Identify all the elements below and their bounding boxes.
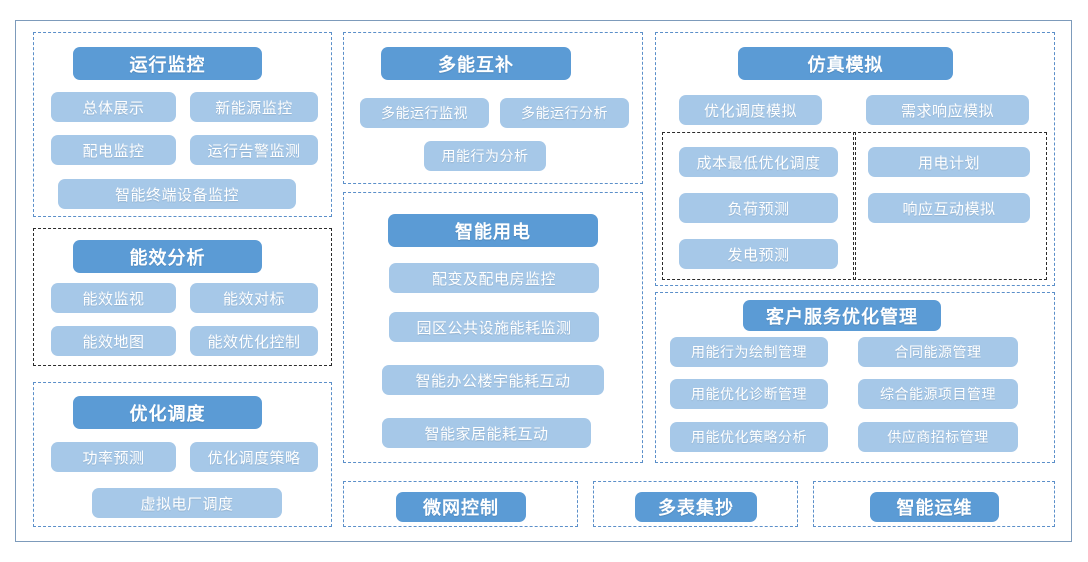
- item-nengxiao-duibiao[interactable]: 能效对标: [190, 283, 318, 313]
- item-nengxiao-ditu[interactable]: 能效地图: [51, 326, 176, 356]
- item-youhua-diaodu-celue[interactable]: 优化调度策略: [190, 442, 318, 472]
- item-peibian-ji-peidianfang-jiankong[interactable]: 配变及配电房监控: [389, 263, 599, 293]
- item-yuanqu-gonggong-sheshi-nenghao-jiance[interactable]: 园区公共设施能耗监测: [389, 312, 599, 342]
- subbox-fangzhen-left[interactable]: [662, 132, 856, 280]
- item-duoneng-yunxing-jianshi[interactable]: 多能运行监视: [360, 98, 489, 128]
- item-yongneng-youhua-zhenduan-guanli[interactable]: 用能优化诊断管理: [670, 379, 828, 409]
- item-yongneng-youhua-celue-fenxi[interactable]: 用能优化策略分析: [670, 422, 828, 452]
- panel-header-zhineng-yunwei[interactable]: 智能运维: [870, 492, 999, 522]
- item-fadian-yuce[interactable]: 发电预测: [679, 239, 838, 269]
- item-fuhe-yuce[interactable]: 负荷预测: [679, 193, 838, 223]
- item-duoneng-yunxing-fenxi[interactable]: 多能运行分析: [500, 98, 629, 128]
- item-xiangying-hudong-moni[interactable]: 响应互动模拟: [868, 193, 1030, 223]
- item-yunxing-gaojing-jiance[interactable]: 运行告警监测: [190, 135, 318, 165]
- item-hetong-nengyuan-guanli[interactable]: 合同能源管理: [858, 337, 1018, 367]
- panel-header-yunxing-jiankong[interactable]: 运行监控: [73, 47, 262, 80]
- panel-header-youhua-diaodu[interactable]: 优化调度: [73, 396, 262, 429]
- item-zongti-zhanshi[interactable]: 总体展示: [51, 92, 176, 122]
- subbox-fangzhen-right[interactable]: [853, 132, 1047, 280]
- item-zhineng-bangong-louyu-nenghao-hudong[interactable]: 智能办公楼宇能耗互动: [382, 365, 604, 395]
- item-chengben-zuidi-youhua-diaodu[interactable]: 成本最低优化调度: [679, 147, 838, 177]
- item-nengxiao-youhua-kongzhi[interactable]: 能效优化控制: [190, 326, 318, 356]
- panel-header-nengxiao-fenxi[interactable]: 能效分析: [73, 240, 262, 273]
- item-zhineng-jiaju-nenghao-hudong[interactable]: 智能家居能耗互动: [382, 418, 591, 448]
- panel-header-weiwang-kongzhi[interactable]: 微网控制: [396, 492, 526, 522]
- panel-header-zhineng-yongdian[interactable]: 智能用电: [388, 214, 598, 247]
- item-yongdian-jihua[interactable]: 用电计划: [868, 147, 1030, 177]
- item-xuni-dianchang-diaodu[interactable]: 虚拟电厂调度: [92, 488, 282, 518]
- panel-header-kehu-fuwu[interactable]: 客户服务优化管理: [743, 300, 941, 331]
- item-xuqiu-xiangying-moni[interactable]: 需求响应模拟: [866, 95, 1029, 125]
- item-zonghe-nengyuan-xiangmu-guanli[interactable]: 综合能源项目管理: [858, 379, 1018, 409]
- panel-header-duoneng-hubu[interactable]: 多能互补: [381, 47, 571, 80]
- item-xinnengyuan-jiankong[interactable]: 新能源监控: [190, 92, 318, 122]
- item-gongyingshang-zhaobiao-guanli[interactable]: 供应商招标管理: [858, 422, 1018, 452]
- panel-header-duobiao-jichao[interactable]: 多表集抄: [635, 492, 757, 522]
- item-nengxiao-jianshi[interactable]: 能效监视: [51, 283, 176, 313]
- item-yongneng-xingwei-huizhi-guanli[interactable]: 用能行为绘制管理: [670, 337, 828, 367]
- item-youhua-diaodu-moni[interactable]: 优化调度模拟: [679, 95, 822, 125]
- item-yongneng-xingwei-fenxi[interactable]: 用能行为分析: [424, 141, 546, 171]
- item-zhineng-zhongduan-shebei-jiankong[interactable]: 智能终端设备监控: [58, 179, 296, 209]
- panel-header-fangzhen-moni[interactable]: 仿真模拟: [738, 47, 953, 80]
- item-peidian-jiankong[interactable]: 配电监控: [51, 135, 176, 165]
- item-gonglv-yuce[interactable]: 功率预测: [51, 442, 176, 472]
